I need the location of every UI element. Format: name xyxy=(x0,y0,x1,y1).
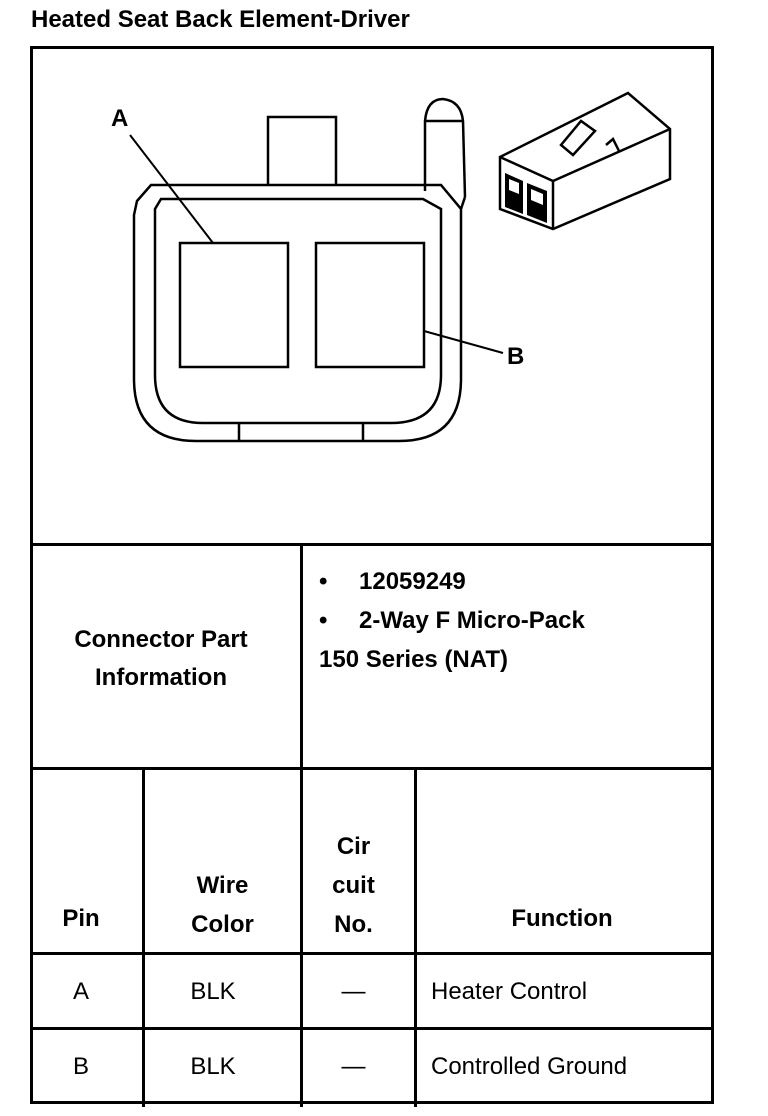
connector-part-label: Connector Part Information xyxy=(74,626,248,691)
page-title: Heated Seat Back Element-Driver xyxy=(31,6,410,33)
leader-line-a xyxy=(129,134,214,244)
connector-info-frame: A B Connector Part Information •12059249… xyxy=(30,46,714,1107)
divider xyxy=(33,767,711,770)
divider xyxy=(142,767,145,1107)
divider xyxy=(33,543,711,546)
description-item: •2-Way F Micro-Pack xyxy=(319,607,585,634)
divider xyxy=(300,543,303,952)
leader-line-b xyxy=(423,330,504,354)
function-header: Function xyxy=(511,905,613,932)
divider xyxy=(300,952,303,1107)
circuit-number-header: Cir cuit No. xyxy=(332,833,375,938)
table-row-wire-color: BLK xyxy=(190,978,236,1005)
connector-description: 2-Way F Micro-Pack xyxy=(359,607,585,634)
table-row-function: Heater Control xyxy=(431,978,588,1005)
table-row-wire-color: BLK xyxy=(190,1053,236,1080)
pin-label-b: B xyxy=(507,343,525,370)
table-row-function: Controlled Ground xyxy=(431,1053,628,1080)
connector-series: 150 Series (NAT) xyxy=(319,646,508,673)
connector-face-diagram xyxy=(129,91,672,443)
pin-label-a: A xyxy=(111,105,129,132)
table-row-circuit: — xyxy=(341,978,366,1005)
connector-part-details: •12059249 •2-Way F Micro-Pack 150 Series… xyxy=(319,562,585,679)
table-row-pin: B xyxy=(72,1053,89,1080)
divider xyxy=(33,1027,711,1030)
wire-color-header: Wire Color xyxy=(191,872,254,938)
part-number-item: •12059249 xyxy=(319,568,466,595)
table-row-pin: A xyxy=(72,978,89,1005)
pin-header: Pin xyxy=(62,905,100,932)
divider xyxy=(33,952,711,955)
connector-isometric-view xyxy=(498,91,672,231)
table-row-circuit: — xyxy=(341,1053,366,1080)
divider xyxy=(414,767,417,1107)
part-number: 12059249 xyxy=(359,568,466,595)
